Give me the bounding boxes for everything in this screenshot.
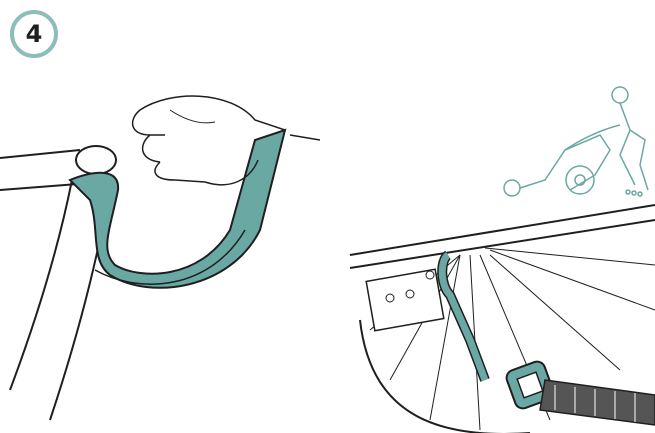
strap-hook-wheel-icon (330, 80, 655, 433)
axle-hook-illustration (330, 80, 655, 433)
wrist-strap-illustration (0, 80, 320, 433)
step-number-badge: 4 (10, 10, 58, 58)
hand-wrist-strap-icon (0, 80, 320, 433)
step-number: 4 (26, 20, 43, 48)
rollerblader-trailer-icon (504, 87, 648, 196)
